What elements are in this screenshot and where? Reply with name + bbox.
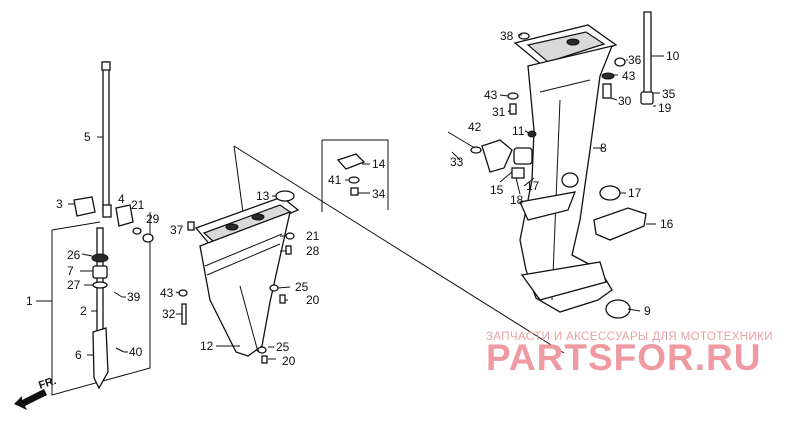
callout-5: 5 (84, 130, 91, 144)
callout-8: 8 (600, 141, 607, 155)
callout-41: 41 (328, 173, 342, 187)
callout-29: 29 (146, 212, 160, 226)
callout-10: 10 (666, 49, 680, 63)
callout-3: 3 (56, 197, 63, 211)
callout-7: 7 (67, 264, 74, 278)
callout-34: 34 (372, 187, 386, 201)
callout-30: 30 (618, 94, 632, 108)
callout-2: 2 (80, 304, 87, 318)
callout-26: 26 (67, 248, 81, 262)
watermark: ЗАПЧАСТИ И АКСЕССУАРЫ ДЛЯ МОТОТЕХНИКИ PA… (486, 331, 773, 378)
callout-36: 36 (628, 53, 642, 67)
callout-31: 31 (492, 105, 506, 119)
callout-40: 40 (129, 345, 143, 359)
callout-13: 13 (256, 189, 270, 203)
callout-6: 6 (75, 348, 82, 362)
callout-43b: 43 (622, 69, 636, 83)
callout-21a: 21 (131, 198, 145, 212)
callout-39: 39 (127, 290, 141, 304)
callout-35: 35 (662, 87, 676, 101)
callout-19: 19 (658, 101, 672, 115)
callout-16: 16 (660, 217, 674, 231)
callout-28: 28 (306, 244, 320, 258)
callout-25a: 25 (295, 280, 309, 294)
callout-33: 33 (450, 155, 464, 169)
watermark-subtitle: ЗАПЧАСТИ И АКСЕССУАРЫ ДЛЯ МОТОТЕХНИКИ (486, 331, 773, 343)
callout-17a: 17 (526, 179, 540, 193)
front-label: FR. (37, 375, 58, 392)
callout-37: 37 (170, 223, 184, 237)
callout-17b: 17 (628, 186, 642, 200)
callout-1: 1 (26, 294, 33, 308)
drive-shaft-housing (447, 11, 654, 319)
callout-20b: 20 (282, 354, 296, 368)
callout-20a: 20 (306, 293, 320, 307)
inset-group (321, 139, 389, 212)
callout-9: 9 (644, 304, 651, 318)
callout-27: 27 (67, 278, 81, 292)
callout-15: 15 (490, 183, 504, 197)
watermark-logo: PARTSFOR.RU (486, 337, 761, 378)
callout-32: 32 (162, 307, 176, 321)
callout-12: 12 (200, 339, 214, 353)
callout-11: 11 (512, 124, 525, 138)
callout-18: 18 (510, 193, 524, 207)
callout-43a: 43 (484, 88, 498, 102)
extension-case-assembly (178, 145, 565, 364)
callout-4: 4 (118, 192, 125, 206)
front-arrow-icon (14, 389, 47, 410)
callout-25b: 25 (276, 340, 290, 354)
front-direction-indicator: FR. (14, 375, 58, 410)
callout-labels: 1 2 3 4 5 6 7 8 9 10 11 12 13 14 15 16 1… (26, 29, 680, 368)
callout-21b: 21 (306, 229, 320, 243)
callout-43c: 43 (160, 286, 174, 300)
callout-42: 42 (468, 120, 482, 134)
callout-38: 38 (500, 29, 514, 43)
callout-14: 14 (372, 157, 386, 171)
shift-rod-assembly (51, 61, 154, 396)
